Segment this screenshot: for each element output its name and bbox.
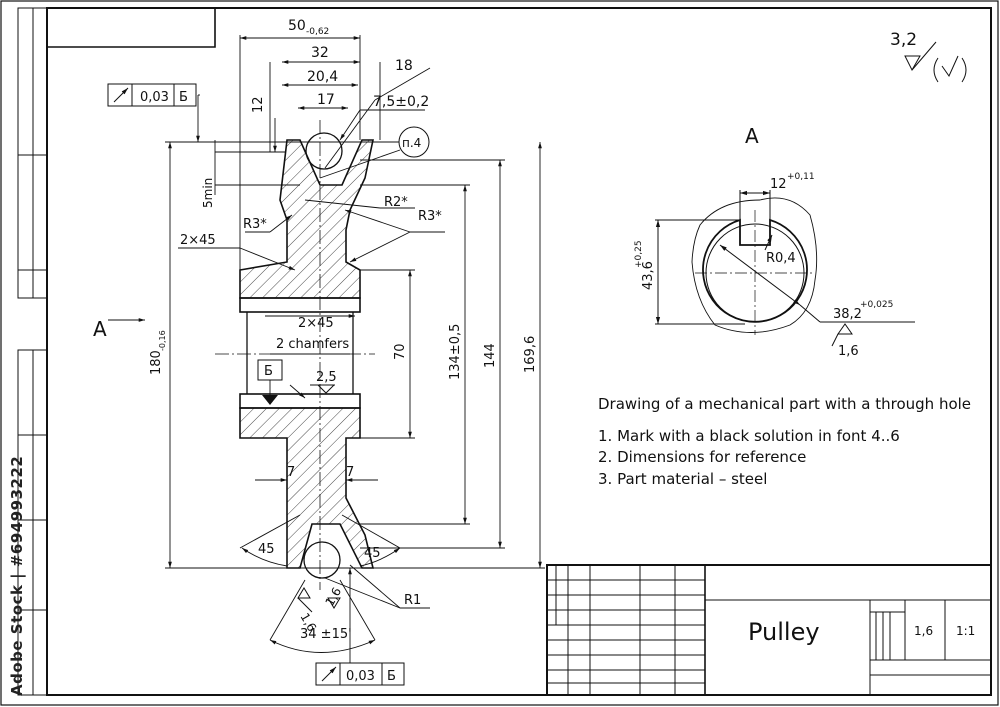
dim-45-right: 45 xyxy=(364,546,381,561)
dim-7-5: 7,5±0,2 xyxy=(373,94,429,110)
stock-watermark: Adobe Stock | #694993222 xyxy=(8,455,26,696)
key-width: 12 xyxy=(770,177,787,192)
title-block xyxy=(546,564,992,696)
dim-two-chamfers: 2 chamfers xyxy=(276,337,349,352)
general-roughness-value: 3,2 xyxy=(890,30,917,50)
section-roughness: 1,6 xyxy=(838,344,859,359)
scale-label: 1:1 xyxy=(956,624,975,638)
dim-144: 144 xyxy=(483,343,498,368)
dim-bore-chamfer: 2×45 xyxy=(298,316,334,331)
note-item-1: 1. Mark with a black solution in font 4.… xyxy=(598,427,900,445)
key-radius: R0,4 xyxy=(766,251,796,266)
key-width-tol: +0,11 xyxy=(787,172,815,182)
dim-70: 70 xyxy=(393,343,408,360)
runout-bottom-datum: Б xyxy=(387,669,396,684)
dim-18: 18 xyxy=(395,58,413,74)
dim-50: 50 xyxy=(288,18,306,34)
section-view-a xyxy=(655,190,915,347)
title-roughness: 1,6 xyxy=(914,624,933,638)
dim-180-tol: -0,16 xyxy=(158,330,167,351)
note-item-3: 3. Part material – steel xyxy=(598,470,767,488)
bore-top-edge xyxy=(239,297,361,313)
belt-circle-bottom xyxy=(303,541,341,579)
rough-1-6-b: 1,6 xyxy=(322,585,344,609)
dim-r3-left: R3* xyxy=(243,217,267,232)
runout-top-value: 0,03 xyxy=(140,90,169,105)
dim-5min: 5min xyxy=(201,178,215,208)
dim-20-4: 20,4 xyxy=(307,69,338,85)
bore-diameter: 38,2 xyxy=(833,307,862,322)
datum-b-triangle xyxy=(262,395,278,405)
dim-r2: R2* xyxy=(384,195,408,210)
dim-r1: R1 xyxy=(404,593,421,608)
belt-circle-top xyxy=(305,132,343,170)
datum-b-label: Б xyxy=(264,364,273,379)
note-p4: п.4 xyxy=(402,136,421,150)
dim-134: 134±0,5 xyxy=(448,324,463,380)
runout-bottom-value: 0,03 xyxy=(346,669,375,684)
upper-rim-hatch xyxy=(239,139,374,299)
note-circle xyxy=(398,126,430,158)
dim-17: 17 xyxy=(317,92,335,108)
runout-top-datum: Б xyxy=(179,90,188,105)
dim-34: 34 ±15' xyxy=(300,627,352,642)
dim-chamfer-left: 2×45 xyxy=(180,233,216,248)
general-roughness-symbol xyxy=(904,41,967,83)
dimension-texts: 50 -0,62 32 20,4 17 18 7,5±0,2 12 5min R… xyxy=(93,18,538,642)
bore-bottom-edge xyxy=(239,393,361,409)
view-arrow-label: A xyxy=(93,317,107,341)
notes-heading: Drawing of a mechanical part with a thro… xyxy=(598,395,971,413)
bore-diameter-tol: +0,025 xyxy=(860,300,893,310)
datum-b-box xyxy=(257,359,283,381)
runout-frame-bottom xyxy=(315,662,405,686)
dim-50-tol: -0,62 xyxy=(306,27,329,37)
part-name: Pulley xyxy=(748,618,820,646)
dimension-lines xyxy=(108,35,545,674)
dim-web-7-right: 7 xyxy=(346,465,354,480)
note-item-2: 2. Dimensions for reference xyxy=(598,448,806,466)
pulley-section xyxy=(215,120,375,590)
section-view-label: A xyxy=(745,124,759,148)
dim-web-7-left: 7 xyxy=(287,465,295,480)
section-height-tol: +0,25 xyxy=(634,240,644,268)
dim-12: 12 xyxy=(251,96,266,113)
dim-169-6: 169,6 xyxy=(523,336,538,373)
section-height: 43,6 xyxy=(641,261,656,290)
dim-32: 32 xyxy=(311,45,329,61)
dim-180: 180 xyxy=(149,350,164,375)
roughness-2-5: 2,5 xyxy=(316,370,337,385)
dim-45-left: 45 xyxy=(258,542,275,557)
dim-r3-right: R3* xyxy=(418,209,442,224)
runout-frame-top xyxy=(107,83,197,107)
